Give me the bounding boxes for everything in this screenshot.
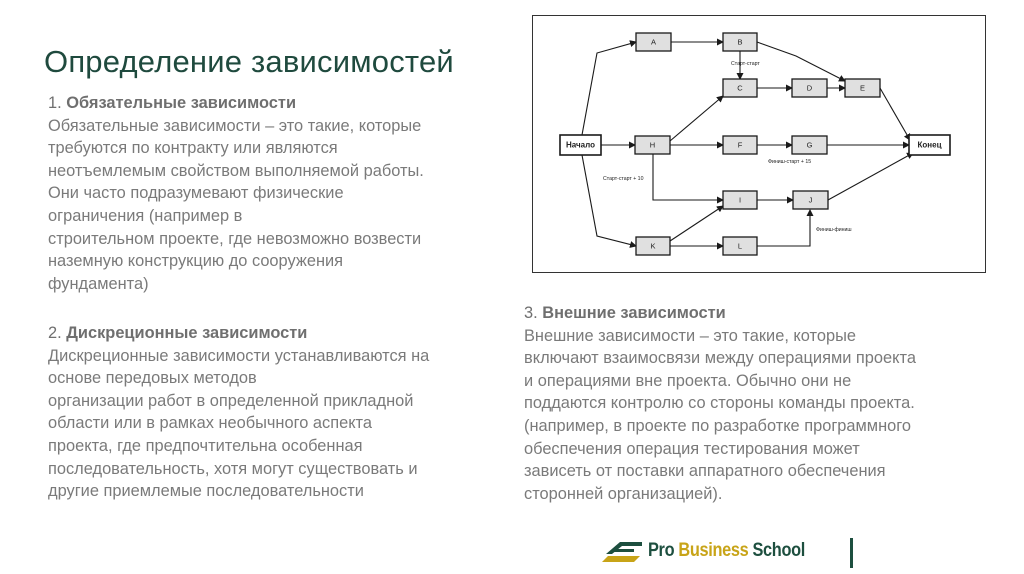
svg-text:E: E — [860, 84, 865, 93]
svg-text:K: K — [650, 242, 655, 251]
edge-start-a — [581, 40, 637, 136]
svg-text:Конец: Конец — [918, 141, 942, 150]
section-heading: 1. Обязательные зависимости — [48, 92, 424, 115]
section-mandatory-dependencies: 1. Обязательные зависимости Обязательные… — [48, 92, 424, 295]
body-line: другие приемлемые последовательности — [48, 482, 364, 501]
section-heading-text: Внешние зависимости — [542, 304, 726, 322]
section-number: 2. — [48, 324, 62, 342]
node-j: J — [792, 190, 829, 210]
svg-text:H: H — [650, 141, 655, 150]
node-h: H — [634, 135, 671, 155]
node-i: I — [722, 190, 758, 210]
body-line: области или в рамках необычного аспекта — [48, 414, 372, 433]
body-line: строительном проекте, где невозможно воз… — [48, 229, 422, 248]
label-finish-start-15: Финиш-старт + 15 — [768, 159, 811, 165]
edge-l-j — [757, 209, 814, 247]
label-finish-finish: Финиш-финиш — [816, 227, 852, 233]
logo-prefix: Pro — [648, 540, 679, 561]
body-line: (например, в проекте по разработке прогр… — [524, 416, 911, 435]
body-line: фундамента) — [48, 274, 149, 293]
svg-text:G: G — [807, 141, 813, 150]
section-discretionary-dependencies: 2. Дискреционные зависимости Дискреционн… — [48, 322, 429, 503]
body-line: обеспечения операция тестирования может — [524, 439, 860, 458]
section-number: 1. — [48, 94, 62, 112]
section-heading-text: Дискреционные зависимости — [66, 324, 308, 342]
node-a: A — [635, 32, 672, 52]
body-line: последовательность, хотя могут существов… — [48, 459, 418, 478]
logo-divider — [850, 538, 853, 568]
body-line: ограничения (например в — [48, 206, 243, 225]
body-line: включают взаимосвязи между операциями пр… — [524, 349, 916, 368]
body-line: Обязательные зависимости – это такие, ко… — [48, 116, 422, 135]
node-c: C — [722, 78, 758, 98]
node-f: F — [722, 135, 758, 155]
node-l: L — [722, 236, 758, 256]
section-number: 3. — [524, 304, 538, 322]
svg-text:A: A — [651, 38, 656, 47]
body-line: Внешние зависимости – это такие, которые — [524, 326, 856, 345]
section-external-dependencies: 3. Внешние зависимости Внешние зависимос… — [524, 302, 916, 505]
diagram-edges — [581, 38, 914, 250]
node-d: D — [791, 78, 828, 98]
section-heading-text: Обязательные зависимости — [66, 94, 297, 112]
svg-text:I: I — [739, 196, 741, 205]
body-line: сторонней организацией). — [524, 484, 723, 503]
body-line: Они часто подразумевают физические — [48, 184, 344, 203]
svg-text:D: D — [807, 84, 813, 93]
edge-k-i — [669, 205, 724, 242]
edge-e-end — [879, 87, 911, 141]
node-end: Конец — [908, 134, 951, 156]
logo-accent: Business — [678, 540, 749, 561]
body-line: проекта, где предпочтительна особенная — [48, 436, 363, 455]
edge-h-i — [652, 154, 724, 204]
body-line: организации работ в определенной приклад… — [48, 391, 414, 410]
section-heading: 2. Дискреционные зависимости — [48, 322, 429, 345]
svg-text:C: C — [737, 84, 743, 93]
node-start: Начало — [559, 134, 602, 156]
body-line: поддаются контролю со стороны команды пр… — [524, 394, 915, 413]
node-k: K — [635, 236, 671, 256]
edge-b-e — [756, 41, 846, 82]
body-line: основе передовых методов — [48, 369, 257, 388]
body-line: Дискреционные зависимости устанавливаютс… — [48, 346, 430, 365]
edge-h-c — [669, 95, 724, 142]
label-start-start-10: Старт-старт + 10 — [603, 176, 644, 182]
svg-text:F: F — [738, 141, 743, 150]
edge-start-k — [581, 154, 637, 248]
svg-text:Начало: Начало — [566, 141, 595, 150]
logo-emblem-icon — [602, 542, 642, 562]
section-heading: 3. Внешние зависимости — [524, 302, 916, 325]
body-line: неотъемлемым свойством выполняемой работ… — [48, 161, 424, 180]
node-b: B — [722, 32, 758, 52]
network-diagram: Старт-старт Финиш-старт + 15 Старт-старт… — [532, 15, 986, 273]
body-line: требуются по контракту или являются — [48, 139, 338, 158]
svg-text:L: L — [738, 242, 742, 251]
body-line: наземную конструкцию до сооружения — [48, 252, 344, 271]
label-start-start: Старт-старт — [731, 61, 760, 67]
body-line: и операциями вне проекта. Обычно они не — [524, 371, 852, 390]
slide-title: Определение зависимостей — [44, 44, 454, 79]
svg-text:J: J — [809, 196, 813, 205]
svg-text:B: B — [737, 38, 742, 47]
logo-suffix: School — [748, 540, 806, 561]
node-e: E — [844, 78, 881, 98]
node-g: G — [791, 135, 828, 155]
network-diagram-svg: Старт-старт Финиш-старт + 15 Старт-старт… — [559, 32, 951, 256]
body-line: зависеть от поставки аппаратного обеспеч… — [524, 462, 886, 481]
edge-j-end — [827, 152, 914, 201]
logo-wordmark: Pro Business School — [648, 540, 805, 562]
